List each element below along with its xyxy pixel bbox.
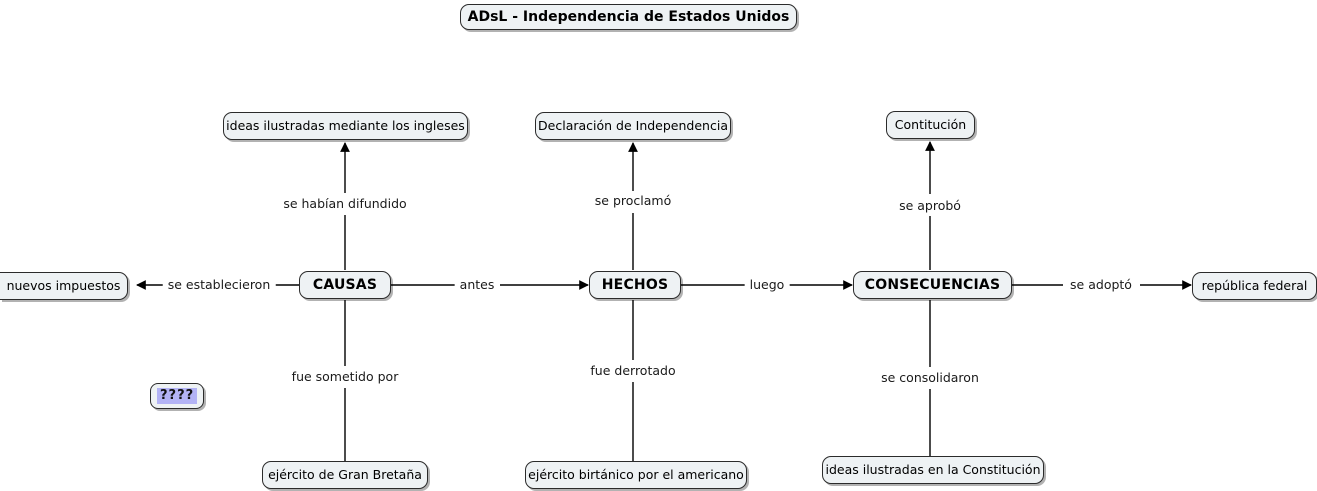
link-label-antes: antes bbox=[454, 276, 500, 294]
unknown-marker-text: ???? bbox=[157, 387, 198, 405]
link-label-se-habian-difundido: se habían difundido bbox=[278, 195, 412, 213]
map-title: ADsL - Independencia de Estados Unidos bbox=[460, 4, 797, 30]
node-republica-federal[interactable]: república federal bbox=[1192, 272, 1317, 300]
node-ideas-ilustradas-constitucion[interactable]: ideas ilustradas en la Constitución bbox=[822, 456, 1044, 484]
node-hechos[interactable]: HECHOS bbox=[589, 271, 681, 299]
link-label-se-consolidaron: se consolidaron bbox=[876, 369, 984, 387]
unknown-marker-chip[interactable]: ???? bbox=[150, 383, 205, 409]
link-label-se-proclamo: se proclamó bbox=[589, 192, 677, 210]
node-contitucion[interactable]: Contitución bbox=[886, 111, 975, 139]
node-ideas-ilustradas-ingleses[interactable]: ideas ilustradas mediante los ingleses bbox=[223, 112, 468, 140]
link-label-fue-derrotado: fue derrotado bbox=[585, 362, 681, 380]
node-ejercito-britanico-americano[interactable]: ejército birtánico por el americano bbox=[525, 461, 747, 489]
link-label-se-aprobo: se aprobó bbox=[894, 197, 966, 215]
link-label-fue-sometido-por: fue sometido por bbox=[286, 368, 404, 386]
node-ejercito-gran-bretana[interactable]: ejército de Gran Bretaña bbox=[262, 461, 428, 489]
node-declaracion-independencia[interactable]: Declaración de Independencia bbox=[535, 112, 731, 140]
link-label-se-adopto: se adoptó bbox=[1065, 276, 1137, 294]
link-label-luego: luego bbox=[744, 276, 790, 294]
node-consecuencias[interactable]: CONSECUENCIAS bbox=[853, 271, 1012, 299]
node-nuevos-impuestos[interactable]: nuevos impuestos bbox=[0, 272, 128, 300]
link-label-se-establecieron: se establecieron bbox=[162, 276, 276, 294]
node-causas[interactable]: CAUSAS bbox=[299, 271, 391, 299]
